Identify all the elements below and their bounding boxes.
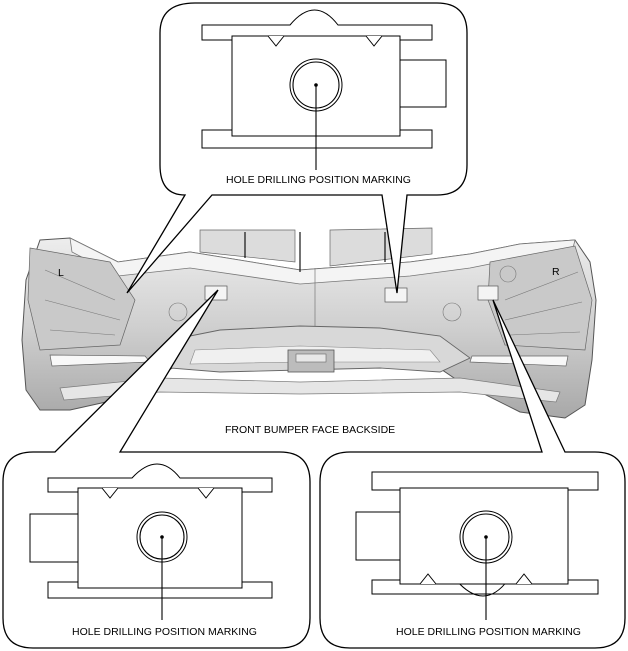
bumper-caption: FRONT BUMPER FACE BACKSIDE — [225, 424, 395, 436]
bumper-marking-pad-right — [477, 285, 499, 301]
callout-bottom-right-label: HOLE DRILLING POSITION MARKING — [396, 626, 581, 638]
callout-bottom-right-tab — [355, 511, 407, 561]
bumper-top-bracket-right — [329, 227, 433, 267]
bumper-plate-boss-inner — [295, 353, 327, 363]
callout-top: HOLE DRILLING POSITION MARKING — [126, 2, 468, 294]
bumper-side-structure-left — [27, 247, 136, 351]
callout-top-tab — [397, 59, 447, 108]
callout-bottom-left-tab — [29, 513, 81, 563]
bumper-side-right-letter: R — [552, 266, 560, 278]
callout-bottom-left-label: HOLE DRILLING POSITION MARKING — [72, 626, 257, 638]
callout-top-label: HOLE DRILLING POSITION MARKING — [226, 174, 411, 186]
bumper-side-left-letter: L — [58, 267, 64, 279]
front-bumper-illustration: L R — [21, 227, 597, 419]
bumper-top-bracket-left — [199, 229, 296, 263]
callout-bottom-right: HOLE DRILLING POSITION MARKING — [319, 299, 626, 649]
callout-bottom-left: HOLE DRILLING POSITION MARKING — [2, 289, 311, 649]
